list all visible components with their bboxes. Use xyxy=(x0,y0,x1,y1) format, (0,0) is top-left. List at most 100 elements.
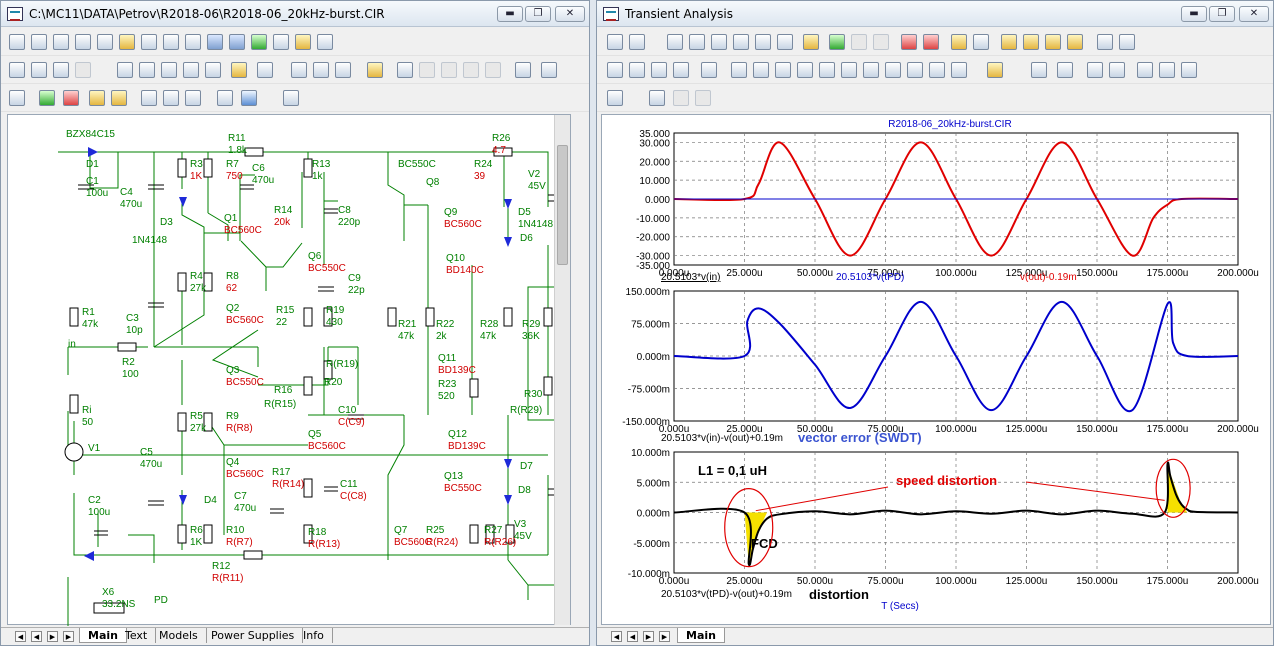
transient-plots[interactable]: R2018-06_20kHz-burst.CIR 35.00030.00020.… xyxy=(602,115,1272,626)
tab-models[interactable]: Models xyxy=(151,628,207,643)
analysis-minimize-button[interactable]: ▬ xyxy=(1181,6,1207,22)
add-page-icon[interactable] xyxy=(39,90,55,106)
copy-icon[interactable] xyxy=(89,90,105,106)
run-icon[interactable] xyxy=(829,34,845,50)
scope-icon[interactable] xyxy=(629,34,645,50)
plot-layout-1-icon[interactable] xyxy=(1001,34,1017,50)
analysis-zoom-fit-icon[interactable] xyxy=(1181,62,1197,78)
clear-icon[interactable] xyxy=(205,62,221,78)
diagonal-wire-icon[interactable] xyxy=(97,34,113,50)
maximize-button[interactable]: ❐ xyxy=(525,6,551,22)
analysis-titlebar[interactable]: Transient Analysis ▬ ❐ ✕ xyxy=(597,1,1273,27)
font-icon[interactable] xyxy=(283,90,299,106)
analysis-zoom-out-icon[interactable] xyxy=(1159,62,1175,78)
next-page-button[interactable]: ▶ xyxy=(47,631,58,642)
mirror-icon[interactable] xyxy=(161,62,177,78)
cursor-mode-icon[interactable] xyxy=(667,34,683,50)
next-peak-icon[interactable] xyxy=(731,62,747,78)
edit-icon[interactable] xyxy=(317,34,333,50)
tab-info[interactable]: Info xyxy=(295,628,333,643)
first-page-button[interactable]: ◀ xyxy=(15,631,26,642)
waveform-tag-icon[interactable] xyxy=(923,34,939,50)
analysis-font-icon[interactable] xyxy=(649,90,665,106)
prev-page-button[interactable]: ◀ xyxy=(31,631,42,642)
fit-width-icon[interactable] xyxy=(1087,62,1103,78)
next-high-icon[interactable] xyxy=(775,62,791,78)
panning-icon[interactable] xyxy=(733,34,749,50)
wire-mode-icon[interactable] xyxy=(75,34,91,50)
warning-icon[interactable] xyxy=(231,62,247,78)
color-icon[interactable] xyxy=(241,90,257,106)
same-y-icon[interactable] xyxy=(951,62,967,78)
analysis-prev-page-button[interactable]: ◀ xyxy=(627,631,638,642)
global-low-icon[interactable] xyxy=(863,62,879,78)
bottom-icon[interactable] xyxy=(907,62,923,78)
point-icon[interactable] xyxy=(251,34,267,50)
zoom-in-icon[interactable] xyxy=(141,90,157,106)
cursor-1-icon[interactable] xyxy=(607,62,623,78)
border-icon[interactable] xyxy=(313,62,329,78)
waveform-icon[interactable] xyxy=(901,34,917,50)
text-mode-icon[interactable] xyxy=(53,34,69,50)
grid-text-icon[interactable] xyxy=(31,62,47,78)
component-mode-icon[interactable] xyxy=(31,34,47,50)
analysis-tab-main[interactable]: Main xyxy=(677,628,725,643)
minimize-button[interactable]: ▬ xyxy=(497,6,523,22)
title-block-icon[interactable] xyxy=(335,62,351,78)
help-icon[interactable] xyxy=(229,34,245,50)
grid-icon[interactable] xyxy=(257,62,273,78)
properties-icon[interactable] xyxy=(295,34,311,50)
page-setup-icon[interactable] xyxy=(1031,62,1047,78)
top-icon[interactable] xyxy=(885,62,901,78)
pin-icon[interactable] xyxy=(185,34,201,50)
last-page-button[interactable]: ▶ xyxy=(63,631,74,642)
select-icon[interactable] xyxy=(607,34,623,50)
next-valley-icon[interactable] xyxy=(753,62,769,78)
info-icon[interactable] xyxy=(207,34,223,50)
node-numbers-icon[interactable] xyxy=(53,62,69,78)
vertical-split-icon[interactable] xyxy=(1119,34,1135,50)
flag-icon[interactable] xyxy=(141,34,157,50)
schematic-titlebar[interactable]: C:\MC11\DATA\Petrov\R2018-06\R2018-06_20… xyxy=(1,1,589,27)
flip-icon[interactable] xyxy=(183,62,199,78)
analysis-last-page-button[interactable]: ▶ xyxy=(659,631,670,642)
horizontal-split-icon[interactable] xyxy=(1097,34,1113,50)
list-icon[interactable] xyxy=(9,90,25,106)
tab-main[interactable]: Main xyxy=(79,628,127,643)
zoom-box-icon[interactable] xyxy=(711,34,727,50)
paste-icon[interactable] xyxy=(111,90,127,106)
box-select-icon[interactable] xyxy=(397,62,413,78)
analysis-zoom-in-icon[interactable] xyxy=(1137,62,1153,78)
list-view-icon[interactable] xyxy=(607,90,623,106)
next-low-icon[interactable] xyxy=(797,62,813,78)
delete-page-icon[interactable] xyxy=(63,90,79,106)
function-icon[interactable] xyxy=(755,34,771,50)
find-icon[interactable] xyxy=(515,62,531,78)
analysis-properties-icon[interactable] xyxy=(803,34,819,50)
top-plot[interactable]: 35.00030.00020.00010.0000.000-10.000-20.… xyxy=(636,129,1259,279)
analysis-first-page-button[interactable]: ◀ xyxy=(611,631,622,642)
analysis-text-icon[interactable] xyxy=(777,34,793,50)
fit-height-icon[interactable] xyxy=(1109,62,1125,78)
cursor-3-icon[interactable] xyxy=(651,62,667,78)
zoom-fit-icon[interactable] xyxy=(185,90,201,106)
global-high-icon[interactable] xyxy=(841,62,857,78)
pin-connections-icon[interactable] xyxy=(117,62,133,78)
zoom-out-icon[interactable] xyxy=(163,90,179,106)
plot-layout-2-icon[interactable] xyxy=(1023,34,1039,50)
analysis-next-page-button[interactable]: ▶ xyxy=(643,631,654,642)
binoculars-icon[interactable] xyxy=(541,62,557,78)
scale-icon[interactable] xyxy=(163,34,179,50)
analysis-close-button[interactable]: ✕ xyxy=(1239,6,1269,22)
scale-mode-icon[interactable] xyxy=(689,34,705,50)
snapshot-icon[interactable] xyxy=(217,90,233,106)
cursor-4-icon[interactable] xyxy=(673,62,689,78)
analysis-maximize-button[interactable]: ❐ xyxy=(1209,6,1235,22)
schematic-vertical-scrollbar[interactable] xyxy=(554,115,570,625)
tile-icon[interactable] xyxy=(951,34,967,50)
attribute-text-icon[interactable] xyxy=(9,62,25,78)
select-mode-icon[interactable] xyxy=(9,34,25,50)
data-points-icon[interactable] xyxy=(701,62,717,78)
